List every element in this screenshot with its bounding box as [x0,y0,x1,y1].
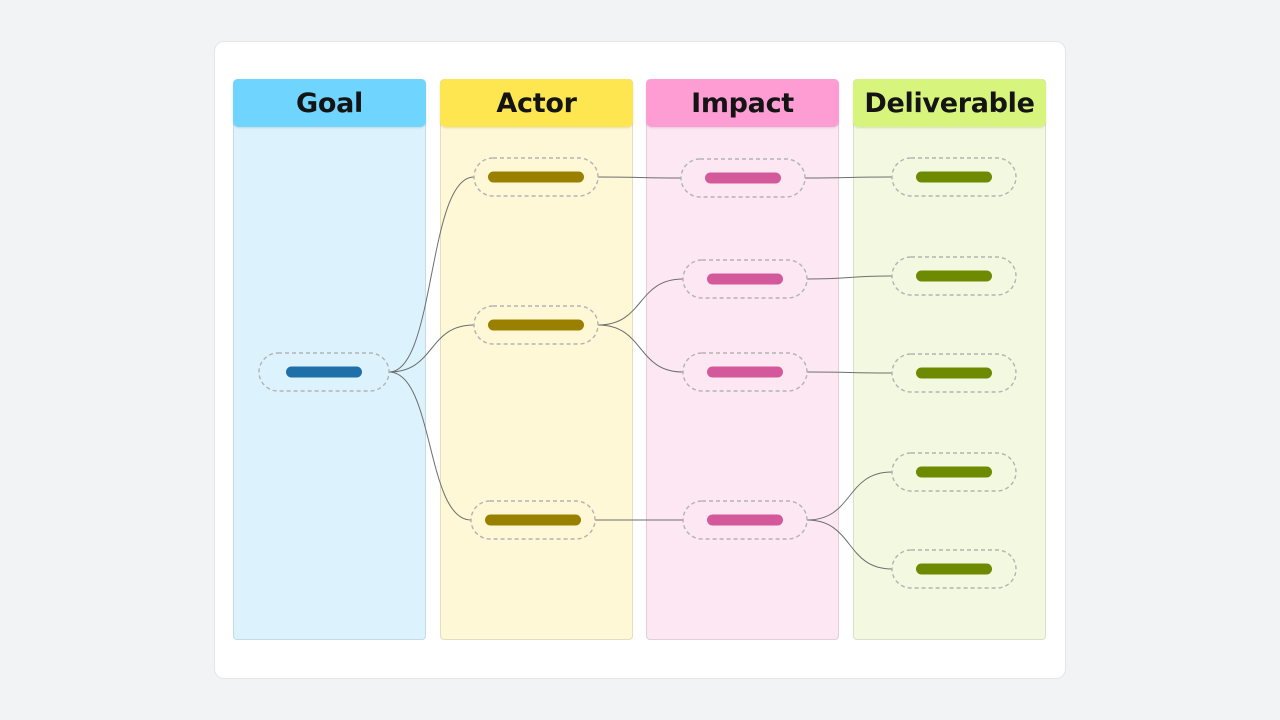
edge-a2-i3 [597,324,684,373]
deliverable-node-placeholder-bar [916,466,992,478]
edge-g1-a1 [388,176,475,373]
edge-i4-d4 [806,471,893,521]
actor-node[interactable] [473,157,599,197]
actor-node-placeholder-bar [488,319,584,331]
impact-node[interactable] [682,500,808,540]
edge-g1-a3 [388,371,472,521]
impact-node-placeholder-bar [707,273,783,285]
impact-node[interactable] [680,158,806,198]
edge-i2-d2 [806,275,893,280]
deliverable-node[interactable] [891,157,1017,197]
edge-i4-d5 [806,519,893,570]
deliverable-node-placeholder-bar [916,171,992,183]
goal-node[interactable] [258,352,390,392]
edge-a2-i2 [597,278,684,326]
deliverable-node[interactable] [891,452,1017,492]
edge-a1-i1 [597,176,682,179]
impact-node[interactable] [682,352,808,392]
edges-layer [388,176,893,570]
deliverable-column-header: Deliverable [853,79,1046,127]
nodes-layer [258,157,1017,589]
goal-column-header: Goal [233,79,426,127]
edge-g1-a2 [388,324,475,373]
actor-node[interactable] [473,305,599,345]
actor-column-header: Actor [440,79,633,127]
deliverable-node-placeholder-bar [916,270,992,282]
edge-i3-d3 [806,371,893,374]
actor-node[interactable] [470,500,596,540]
impact-node[interactable] [682,259,808,299]
edge-i1-d1 [804,176,893,179]
deliverable-node[interactable] [891,256,1017,296]
actor-node-placeholder-bar [488,171,584,183]
deliverable-node-placeholder-bar [916,563,992,575]
deliverable-node-placeholder-bar [916,367,992,379]
impact-node-placeholder-bar [705,172,781,184]
goal-node-placeholder-bar [286,366,362,378]
deliverable-node[interactable] [891,353,1017,393]
actor-node-placeholder-bar [485,514,581,526]
impact-column-header: Impact [646,79,839,127]
impact-node-placeholder-bar [707,366,783,378]
deliverable-node[interactable] [891,549,1017,589]
impact-node-placeholder-bar [707,514,783,526]
